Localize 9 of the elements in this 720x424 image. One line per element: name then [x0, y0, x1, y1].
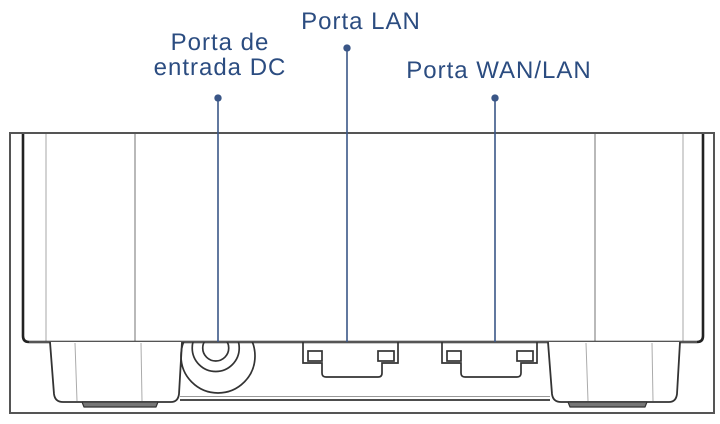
ethernet-port — [302, 342, 400, 379]
callout-label: Porta de entrada DC — [152, 30, 288, 80]
ethernet-port — [441, 342, 539, 379]
leader-line — [491, 94, 499, 342]
callout-label: Porta LAN — [301, 9, 421, 34]
callout-label: Porta WAN/LAN — [406, 58, 592, 83]
power-jack — [180, 342, 256, 394]
leader-line — [343, 44, 351, 342]
leader-line — [214, 94, 222, 342]
